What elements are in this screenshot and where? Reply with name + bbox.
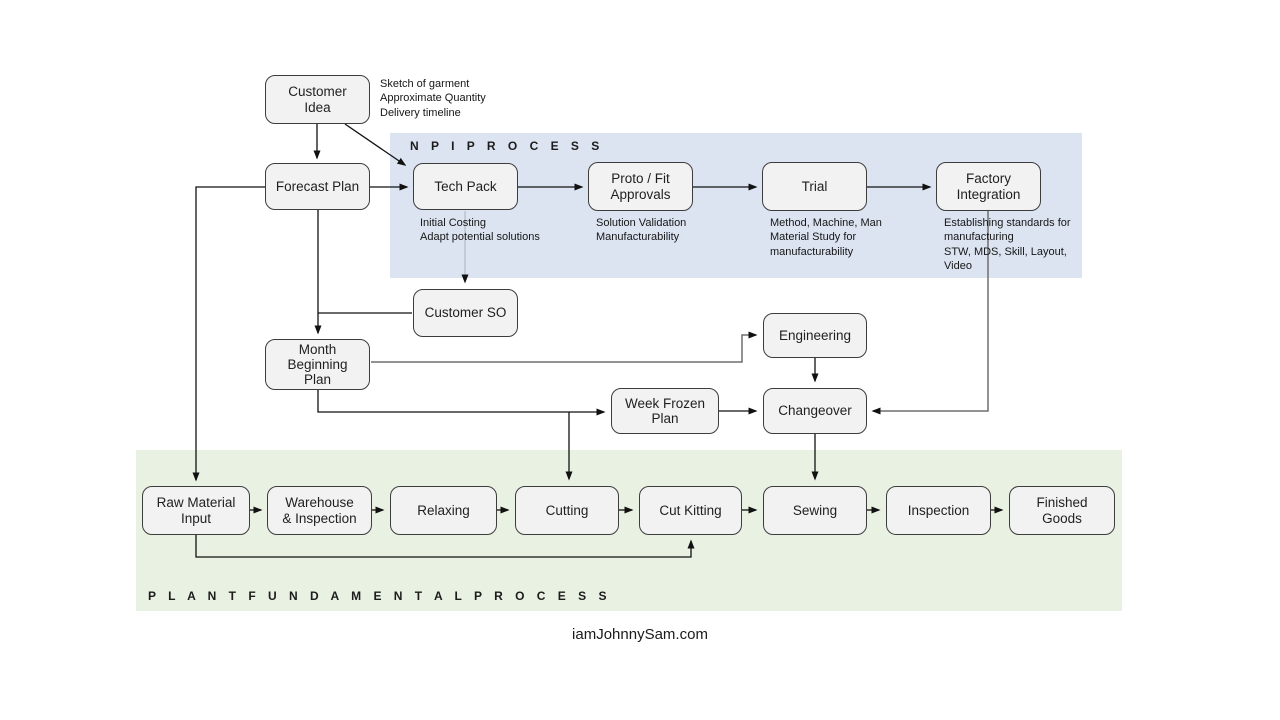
node-finished-goods: Finished Goods bbox=[1009, 486, 1115, 535]
node-relaxing: Relaxing bbox=[390, 486, 497, 535]
note-factory-integration: Establishing standards for manufacturing… bbox=[944, 216, 1071, 273]
note-line: Delivery timeline bbox=[380, 106, 461, 119]
note-line: Approximate Quantity bbox=[380, 92, 486, 105]
note-line: Adapt potential solutions bbox=[420, 231, 540, 244]
node-warehouse-inspection: Warehouse & Inspection bbox=[267, 486, 372, 535]
node-month-beginning-plan: Month Beginning Plan bbox=[265, 339, 370, 390]
arrow-raw-material-to-cut-kitting bbox=[195, 535, 695, 558]
note-line: Establishing standards for bbox=[944, 217, 1071, 229]
node-cut-kitting: Cut Kitting bbox=[639, 486, 742, 535]
plant-fundamental-title: P L A N T F U N D A M E N T A L P R O C … bbox=[148, 589, 611, 603]
watermark-url: iamJohnnySam.com bbox=[572, 626, 708, 643]
node-engineering: Engineering bbox=[763, 313, 867, 358]
note-line: Solution Validation bbox=[596, 217, 687, 229]
arrow-factory-integration-to-changeover bbox=[871, 211, 989, 415]
note-line: Sketch of garment bbox=[380, 78, 470, 90]
node-week-frozen-plan: Week Frozen Plan bbox=[611, 388, 719, 434]
node-trial: Trial bbox=[762, 162, 867, 211]
node-cutting: Cutting bbox=[515, 486, 619, 535]
node-proto-fit-approvals: Proto / Fit Approvals bbox=[588, 162, 693, 211]
node-inspection: Inspection bbox=[886, 486, 991, 535]
note-line: STW, MDS, Skill, Layout, bbox=[944, 245, 1067, 258]
npi-process-title: N P I P R O C E S S bbox=[410, 139, 604, 153]
note-line: Method, Machine, Man bbox=[770, 217, 882, 229]
node-raw-material-input: Raw Material Input bbox=[142, 486, 250, 535]
arrow-customer-idea-to-tech-pack bbox=[344, 123, 407, 166]
note-line: Video bbox=[944, 259, 972, 272]
node-factory-integration: Factory Integration bbox=[936, 162, 1041, 211]
note-tech-pack: Initial Costing Adapt potential solution… bbox=[420, 216, 540, 245]
note-line: manufacturability bbox=[770, 245, 854, 258]
note-customer-idea: Sketch of garment Approximate Quantity D… bbox=[380, 77, 486, 120]
note-line: Manufacturability bbox=[596, 231, 680, 244]
node-tech-pack: Tech Pack bbox=[413, 163, 518, 210]
note-line: manufacturing bbox=[944, 231, 1014, 244]
arrow-month-plan-to-engineering bbox=[371, 331, 758, 363]
node-forecast-plan: Forecast Plan bbox=[265, 163, 370, 210]
note-trial: Method, Machine, Man Material Study for … bbox=[770, 216, 882, 259]
note-proto-fit: Solution Validation Manufacturability bbox=[596, 216, 686, 245]
node-customer-so: Customer SO bbox=[413, 289, 518, 337]
arrow-month-plan-to-week-frozen bbox=[317, 390, 606, 416]
note-line: Initial Costing bbox=[420, 217, 487, 229]
node-sewing: Sewing bbox=[763, 486, 867, 535]
arrow-forecast-plan-to-raw-material bbox=[192, 186, 265, 482]
node-customer-idea: Customer Idea bbox=[265, 75, 370, 124]
node-changeover: Changeover bbox=[763, 388, 867, 434]
note-line: Material Study for bbox=[770, 231, 857, 244]
